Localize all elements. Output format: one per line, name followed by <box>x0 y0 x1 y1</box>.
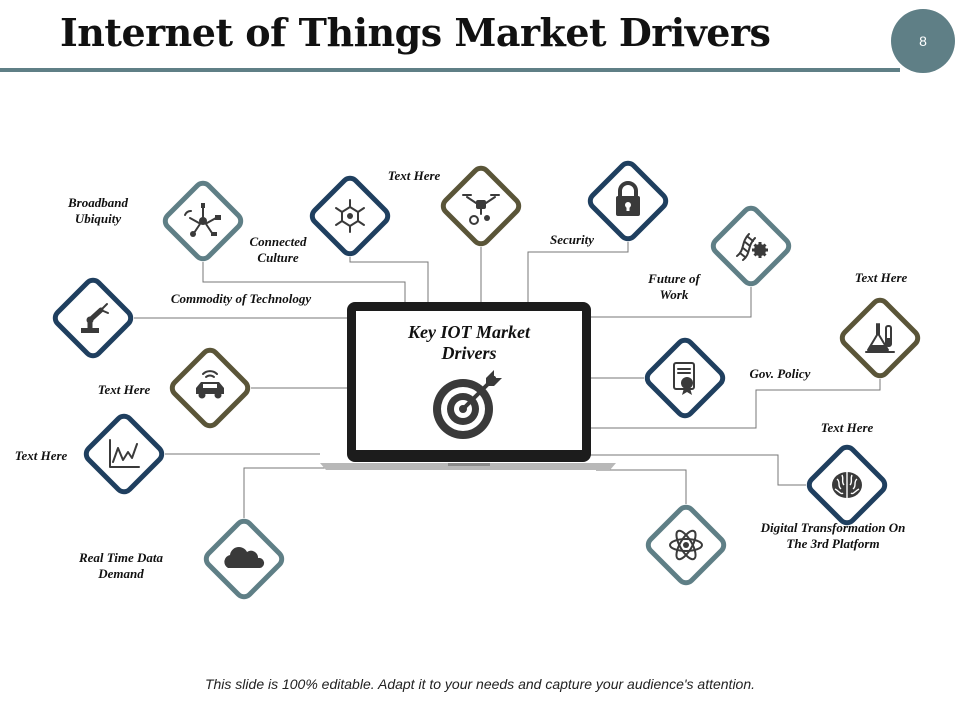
connector-text-right-top <box>588 379 881 429</box>
laptop-base <box>320 463 616 470</box>
lock-icon <box>616 181 640 216</box>
page-number: 8 <box>919 33 927 49</box>
title-divider <box>0 68 900 72</box>
dna-gear-icon <box>736 233 768 261</box>
driver-label-broadband-line1: Broadband <box>67 195 128 210</box>
connector-future-of-work <box>588 287 752 318</box>
driver-label-security: Security <box>550 232 594 247</box>
driver-node-text-right-brain: Text Here <box>806 420 888 526</box>
driver-label-text-left-car: Text Here <box>98 382 151 397</box>
driver-label-connected-culture-line2: Culture <box>257 250 298 265</box>
robot-arm-icon <box>81 303 109 333</box>
driver-diamond <box>83 413 165 495</box>
lab-flask-icon <box>865 323 895 353</box>
drone-icon <box>462 194 500 225</box>
brain-icon <box>832 472 862 498</box>
center-title-line2: Drivers <box>441 343 497 363</box>
driver-label-real-time-data-line1: Real Time Data <box>78 550 164 565</box>
molecule-icon <box>335 199 365 233</box>
cloud-icon <box>224 547 265 568</box>
connector-text-right-brain <box>588 454 806 486</box>
connector-broadband <box>202 262 406 303</box>
driver-node-gov-policy: Gov. Policy <box>644 337 811 419</box>
driver-label-broadband-line2: Ubiquity <box>75 211 121 226</box>
target-icon <box>433 370 502 439</box>
laptop-notch <box>448 463 490 466</box>
connector-security <box>527 242 629 303</box>
driver-label-gov-policy: Gov. Policy <box>750 366 811 381</box>
connector-real-time-data <box>243 467 330 518</box>
connected-car-icon <box>196 370 224 399</box>
driver-node-commodity: Commodity of Technology <box>52 277 311 359</box>
driver-label-commodity: Commodity of Technology <box>171 291 312 306</box>
connector-digital-transformation <box>596 469 687 504</box>
certificate-icon <box>673 362 695 395</box>
driver-label-real-time-data-line2: Demand <box>97 566 144 581</box>
driver-node-text-left-chart: Text Here <box>15 413 165 495</box>
driver-label-future-of-work-line2: Work <box>660 287 689 302</box>
driver-label-digital-transformation-line2: The 3rd Platform <box>786 536 879 551</box>
driver-label-text-top: Text Here <box>388 168 441 183</box>
connector-connected-culture <box>349 257 429 303</box>
driver-node-security: Security <box>550 160 669 247</box>
center-title-line1: Key IOT Market <box>407 322 531 342</box>
footer-note: This slide is 100% editable. Adapt it to… <box>204 676 756 692</box>
line-chart-icon <box>109 439 140 468</box>
driver-node-text-left-car: Text Here <box>98 347 251 429</box>
driver-node-text-right-top: Text Here <box>839 270 921 379</box>
driver-node-text-top: Text Here <box>388 165 522 247</box>
network-devices-icon <box>184 203 221 237</box>
driver-label-text-right-top: Text Here <box>855 270 908 285</box>
driver-label-digital-transformation-line1: Digital Transformation On <box>760 520 906 535</box>
page-number-badge: 8 <box>891 9 955 73</box>
connector-lines <box>134 242 881 518</box>
driver-label-future-of-work-line1: Future of <box>647 271 701 286</box>
atom-icon <box>669 529 703 561</box>
driver-label-text-left-chart: Text Here <box>15 448 68 463</box>
page-title: Internet of Things Market Drivers <box>60 10 771 55</box>
driver-label-text-right-brain: Text Here <box>821 420 874 435</box>
driver-label-connected-culture-line1: Connected <box>249 234 307 249</box>
